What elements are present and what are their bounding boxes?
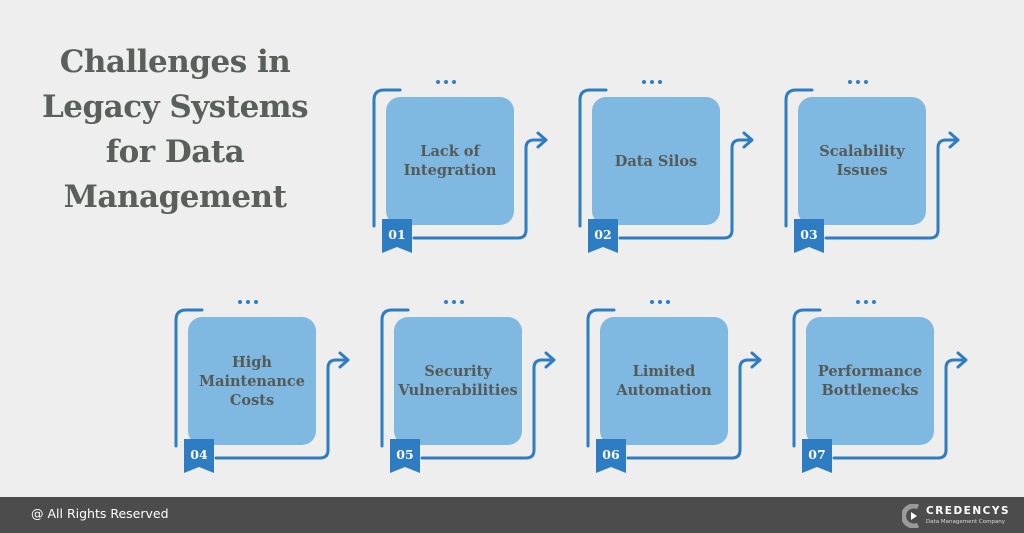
challenge-box: Data Silos (592, 97, 720, 225)
challenge-number: 03 (800, 227, 818, 242)
challenge-card: Scalability Issues 03 (782, 78, 972, 258)
challenge-box: Scalability Issues (798, 97, 926, 225)
ribbon-badge-icon (390, 439, 420, 473)
challenge-label: High Maintenance Costs (199, 353, 305, 409)
bracket-frame-icon (380, 300, 556, 460)
footer-bar: @ All Rights Reserved CREDENCYS Data Man… (0, 497, 1024, 533)
challenge-box: Lack of Integration (386, 97, 514, 225)
ribbon-badge-icon (184, 439, 214, 473)
bracket-frame-icon (586, 300, 762, 460)
challenge-number-badge: 07 (802, 439, 832, 473)
challenge-box: Performance Bottlenecks (806, 317, 934, 445)
challenge-number: 06 (602, 447, 620, 462)
bracket-frame-icon (784, 80, 960, 240)
challenge-card: Data Silos 02 (576, 78, 766, 258)
challenge-number: 02 (594, 227, 612, 242)
ribbon-badge-icon (596, 439, 626, 473)
challenge-number-badge: 04 (184, 439, 214, 473)
ribbon-badge-icon (588, 219, 618, 253)
bracket-frame-icon (372, 80, 548, 240)
challenge-box: Limited Automation (600, 317, 728, 445)
challenge-card: Lack of Integration 01 (370, 78, 560, 258)
ribbon-badge-icon (794, 219, 824, 253)
challenge-number-badge: 03 (794, 219, 824, 253)
challenge-card: High Maintenance Costs 04 (172, 298, 362, 478)
rights-text: @ All Rights Reserved (31, 506, 169, 521)
page-title: Challenges in Legacy Systems for Data Ma… (41, 44, 309, 215)
bracket-frame-icon (578, 80, 754, 240)
challenge-card: Security Vulnerabilities 05 (378, 298, 568, 478)
challenge-box: Security Vulnerabilities (394, 317, 522, 445)
challenge-box: High Maintenance Costs (188, 317, 316, 445)
challenge-label: Security Vulnerabilities (398, 363, 518, 399)
challenge-label: Limited Automation (616, 363, 712, 399)
challenge-number-badge: 06 (596, 439, 626, 473)
brand-name: CREDENCYS (926, 505, 1011, 517)
challenge-label: Data Silos (614, 152, 698, 170)
challenge-number-badge: 02 (588, 219, 618, 253)
challenge-label: Lack of Integration (403, 143, 497, 179)
ribbon-badge-icon (802, 439, 832, 473)
challenge-card: Performance Bottlenecks 07 (790, 298, 980, 478)
challenge-label: Performance Bottlenecks (817, 363, 923, 399)
brand-tagline: Data Management Company (926, 519, 1006, 525)
bracket-frame-icon (792, 300, 968, 460)
challenge-number: 05 (396, 447, 414, 462)
challenge-label: Scalability Issues (819, 143, 905, 179)
challenge-number: 04 (190, 447, 208, 462)
ribbon-badge-icon (382, 219, 412, 253)
challenge-number: 07 (808, 447, 826, 462)
challenge-card: Limited Automation 06 (584, 298, 774, 478)
challenge-number-badge: 05 (390, 439, 420, 473)
challenge-number-badge: 01 (382, 219, 412, 253)
challenge-number: 01 (388, 227, 406, 242)
bracket-frame-icon (174, 300, 350, 460)
logo-mark-icon (902, 504, 920, 528)
